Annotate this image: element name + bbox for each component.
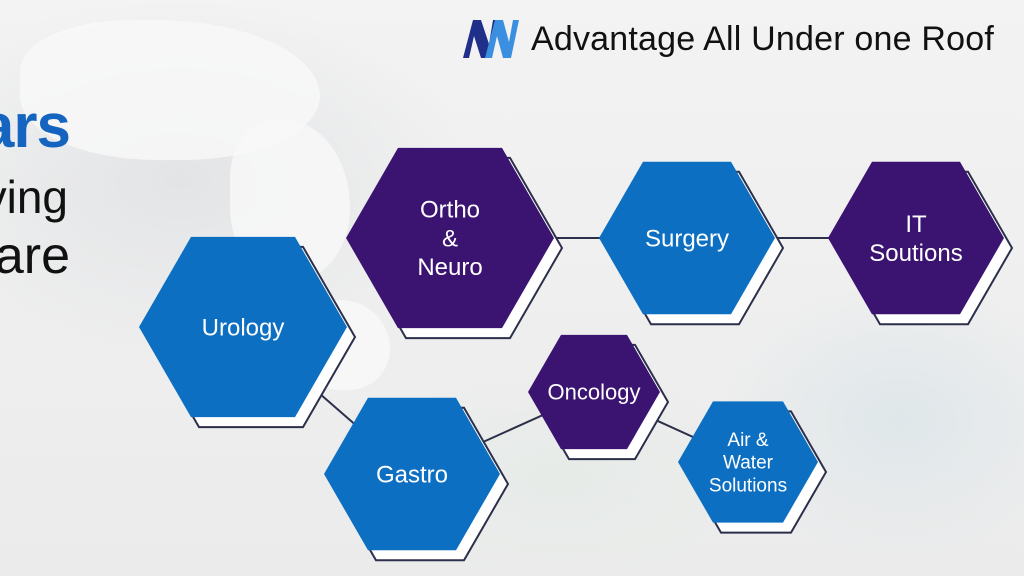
hex-label: Air & — [727, 430, 769, 451]
hex-shape — [528, 334, 660, 450]
side-text-line-1: ars — [0, 92, 71, 161]
hex-label: Solutions — [709, 475, 787, 496]
hex-label: Urology — [202, 314, 285, 341]
hex-node-gastro: Gastro — [324, 397, 510, 562]
hex-label: IT — [905, 211, 927, 238]
hex-shape — [139, 236, 347, 418]
side-text-line-3: are — [0, 227, 70, 285]
side-text-line-2: ying — [0, 171, 68, 223]
hex-label: Gastro — [376, 461, 448, 488]
hex-label: Water — [723, 453, 774, 474]
hex-shape — [346, 147, 554, 329]
hex-node-oncology: Oncology — [528, 334, 670, 461]
hex-shape — [324, 397, 500, 551]
company-logo-icon — [462, 20, 519, 58]
hex-label: Oncology — [548, 380, 641, 405]
hex-node-ortho-neuro: Ortho&Neuro — [346, 147, 564, 340]
hex-shape — [678, 401, 818, 523]
header: Advantage All Under one Roof — [459, 14, 994, 64]
hex-label: & — [442, 225, 458, 252]
hex-label: Surgery — [645, 225, 729, 252]
hex-label: Ortho — [420, 197, 480, 224]
hex-label: Neuro — [417, 254, 482, 281]
hex-label: Soutions — [869, 240, 962, 267]
hex-shape — [828, 161, 1004, 315]
hex-shape — [599, 161, 775, 315]
hex-node-urology: Urology — [139, 236, 357, 429]
page-title: Advantage All Under one Roof — [530, 19, 994, 58]
hex-node-surgery: Surgery — [599, 161, 785, 326]
